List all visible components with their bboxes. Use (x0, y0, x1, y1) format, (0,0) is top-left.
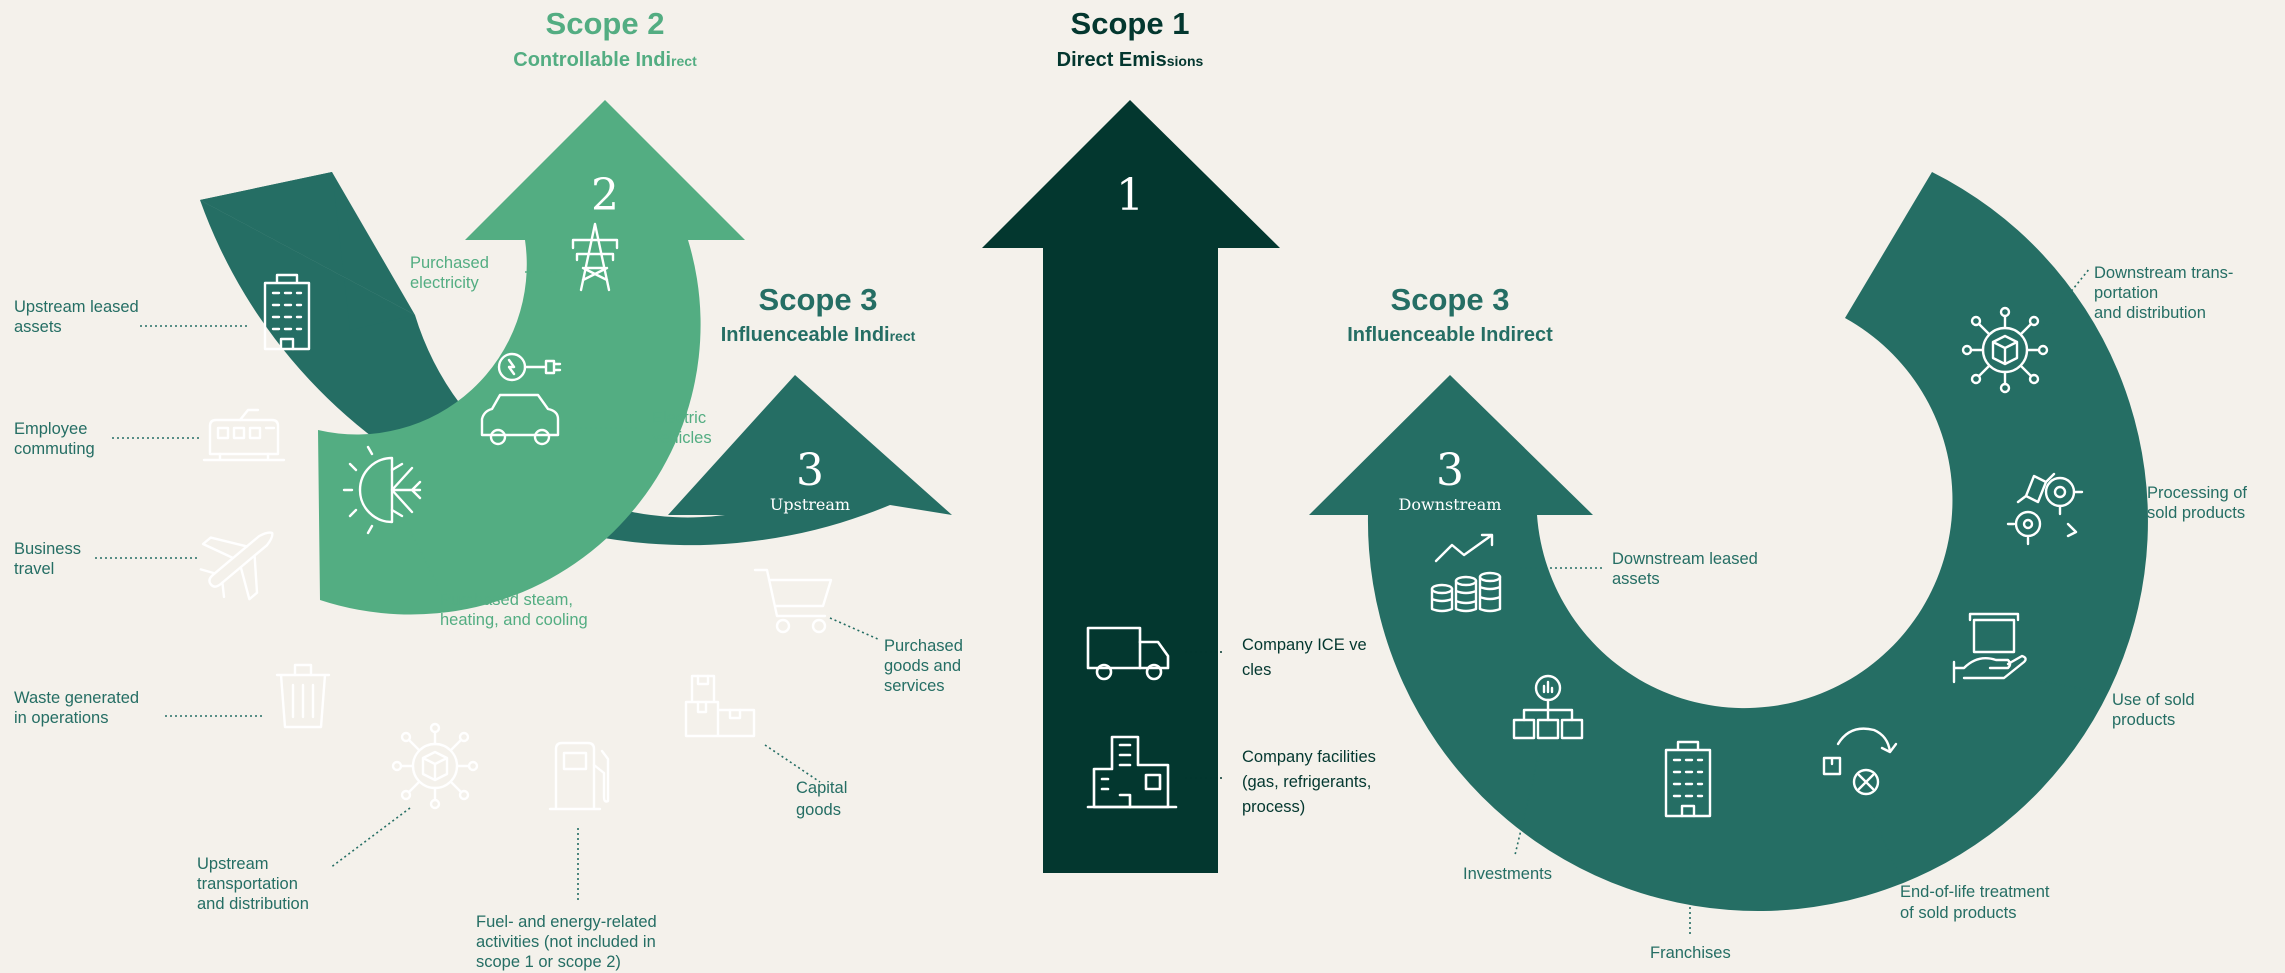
scope1-title: Scope 1 (1071, 6, 1190, 41)
upstream-item-transportation: Upstream transportation and distribution (197, 722, 479, 913)
downstream-item-franchises: Franchises (1650, 740, 1731, 962)
end-of-life-label: End-of-life treatment of sold products (1900, 883, 2054, 922)
purchased-goods-label: Purchased goods and services (884, 637, 967, 695)
power-pylon-icon (571, 222, 619, 292)
network-hub-icon (391, 722, 479, 810)
waste-label: Waste generated in operations (14, 689, 144, 727)
scope2-item-electric-vehicles: Electric vehicles (480, 352, 712, 447)
scope3-downstream-tag: Downstream (1399, 495, 1502, 514)
capital-goods-label: Capital goods (796, 779, 852, 819)
upstream-item-purchased-goods: Purchased goods and services (753, 568, 967, 695)
shopping-cart-icon (753, 568, 833, 634)
scope2-title: Scope 2 (546, 6, 665, 41)
electric-car-icon (480, 352, 562, 446)
upstream-item-employee-commuting: Employee commuting (14, 408, 286, 462)
scope2-item-electricity: Purchased electricity (410, 222, 619, 292)
gears-icon (2006, 472, 2084, 546)
network-hub-icon (1961, 306, 2049, 394)
scope3-downstream-number: 3 (1436, 445, 1464, 496)
scope1-facilities-label: Company facilities (gas, refrigerants, p… (1242, 748, 1380, 816)
franchises-label: Franchises (1650, 944, 1731, 962)
downstream-item-use-of-products: Use of sold products (1952, 612, 2199, 729)
investments-label: Investments (1463, 865, 1552, 883)
business-travel-label: Business travel (14, 540, 86, 578)
office-building-icon (1664, 740, 1712, 818)
airplane-icon (199, 531, 274, 601)
coins-growth-icon (1430, 533, 1502, 613)
processing-label: Processing of sold products (2147, 484, 2252, 522)
scope1-item-ice-vehicles: Company ICE ve cles (1086, 626, 1371, 681)
scope3-downstream-arrow (1309, 172, 2148, 912)
scope1-number: 1 (1116, 170, 1144, 221)
upstream-item-capital-goods: Capital goods (684, 674, 852, 819)
use-of-products-label: Use of sold products (2112, 691, 2199, 729)
scope3-upstream-arrow (200, 172, 952, 546)
upstream-item-fuel-energy: Fuel- and energy-related activities (not… (476, 741, 661, 971)
downstream-item-processing: Processing of sold products (2006, 472, 2252, 546)
scope2-subtitle: Controllable Indirect (513, 49, 697, 71)
fuel-pump-icon (548, 741, 610, 811)
office-building-icon (263, 273, 311, 351)
downstream-item-transportation: Downstream trans- portation and distribu… (1961, 264, 2238, 394)
scope3-downstream-subtitle: Influenceable Indirect (1347, 324, 1553, 346)
scope1-heading: Scope 1 Direct Emissions (1057, 6, 1204, 71)
truck-icon (1086, 626, 1170, 681)
upstream-transportation-label: Upstream transportation and distribution (197, 855, 309, 913)
scope2-item-steam-heating-cooling: Purchased steam, heating, and cooling (342, 445, 588, 629)
scope3-downstream-title: Scope 3 (1391, 282, 1510, 317)
org-chart-icon (1512, 674, 1584, 740)
scope3-upstream-title: Scope 3 (759, 282, 878, 317)
scope3-upstream-heading: Scope 3 Influenceable Indirect (721, 282, 916, 346)
scope2-arrow (318, 100, 745, 615)
upstream-item-waste: Waste generated in operations (14, 663, 331, 729)
downstream-item-leased-assets: Downstream leased assets (1430, 533, 1762, 613)
hand-box-icon (1952, 612, 2027, 684)
scope2-number: 2 (591, 170, 619, 221)
scope2-heading: Scope 2 Controllable Indirect (513, 6, 697, 71)
scope3-upstream-subtitle: Influenceable Indirect (721, 324, 916, 346)
upstream-item-business-travel: Business travel (14, 531, 274, 601)
fuel-energy-label: Fuel- and energy-related activities (not… (476, 913, 661, 971)
scope3-downstream-heading: Scope 3 Influenceable Indirect (1347, 282, 1553, 346)
scope2-electric-vehicles-label: Electric vehicles (652, 409, 712, 447)
sun-snowflake-icon (342, 445, 422, 535)
train-icon (202, 408, 286, 462)
trash-bin-icon (275, 663, 331, 729)
upstream-leased-assets-label: Upstream leased assets (14, 298, 143, 336)
scope1-subtitle: Direct Emissions (1057, 49, 1204, 71)
upstream-item-leased-assets: Upstream leased assets (14, 273, 311, 351)
scope1-item-facilities: Company facilities (gas, refrigerants, p… (1086, 735, 1380, 816)
scope2-electricity-label: Purchased electricity (410, 254, 493, 292)
scope3-upstream-number: 3 (796, 445, 824, 496)
scope2-steam-label: Purchased steam, heating, and cooling (440, 591, 588, 629)
boxes-icon (684, 674, 756, 738)
scope1-arrow (982, 100, 1280, 873)
scope3-upstream-tag: Upstream (770, 495, 850, 514)
factory-icon (1086, 735, 1178, 809)
scope1-ice-vehicles-label: Company ICE ve cles (1242, 636, 1371, 679)
downstream-item-end-of-life: End-of-life treatment of sold products (1822, 727, 2054, 922)
downstream-transportation-label: Downstream trans- portation and distribu… (2094, 264, 2238, 322)
recycle-icon (1822, 727, 1898, 796)
downstream-item-investments: Investments (1463, 674, 1584, 883)
employee-commuting-label: Employee commuting (14, 420, 95, 458)
downstream-leased-assets-label: Downstream leased assets (1612, 550, 1762, 588)
